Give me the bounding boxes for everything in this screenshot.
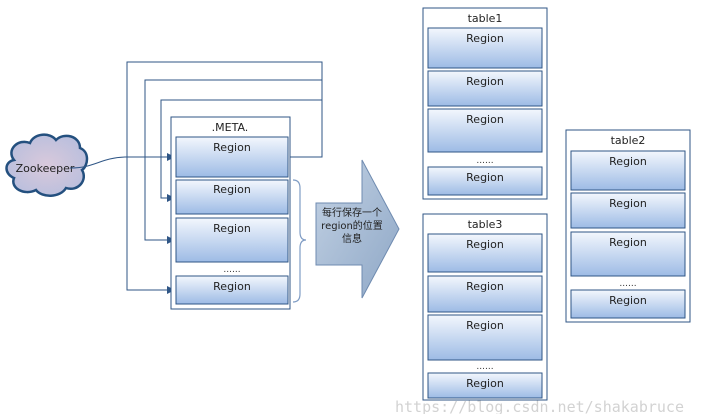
region-label: Region xyxy=(466,113,504,126)
meta-region-label: Region xyxy=(213,183,251,196)
arrow-caption-line3: 信息 xyxy=(342,232,362,245)
region-label: Region xyxy=(609,155,647,168)
table2-region xyxy=(570,289,686,319)
table2-region xyxy=(570,231,686,277)
brace xyxy=(292,179,307,303)
big-arrow: 每行保存一个 region的位置 信息 xyxy=(315,159,400,299)
table1: table1 Region Region Region ...... Regio… xyxy=(422,7,548,200)
table3-region xyxy=(427,372,543,399)
meta-region-label: Region xyxy=(213,222,251,235)
region-label: Region xyxy=(609,294,647,307)
table3-region xyxy=(427,233,543,273)
connector-lines xyxy=(126,61,323,294)
meta-region-label: Region xyxy=(213,280,251,293)
table3-title: table3 xyxy=(468,218,503,231)
meta-table: .META. Region Region Region ...... Regio… xyxy=(170,116,291,310)
arrow-caption-line2: region的位置 xyxy=(321,219,383,232)
table2-region xyxy=(570,150,686,191)
meta-region xyxy=(175,217,289,263)
table3-region xyxy=(427,314,543,361)
table2-title: table2 xyxy=(611,134,646,147)
table1-ellipsis: ...... xyxy=(476,156,493,166)
region-label: Region xyxy=(609,197,647,210)
table1-region xyxy=(427,108,543,153)
table3-region xyxy=(427,275,543,313)
table2-ellipsis: ...... xyxy=(619,279,636,289)
meta-region xyxy=(175,179,289,215)
table2-region xyxy=(570,192,686,229)
connector-line xyxy=(126,61,323,294)
table1-title: table1 xyxy=(468,12,503,25)
region-label: Region xyxy=(466,280,504,293)
table1-region xyxy=(427,27,543,69)
meta-ellipsis: ...... xyxy=(223,265,240,275)
watermark: https://blog.csdn.net/shakabruce xyxy=(395,398,684,414)
region-label: Region xyxy=(609,236,647,249)
table3: table3 Region Region Region ...... Regio… xyxy=(422,213,548,401)
table1-region xyxy=(427,70,543,107)
zookeeper-connector xyxy=(69,153,175,169)
region-label: Region xyxy=(466,377,504,390)
region-label: Region xyxy=(466,171,504,184)
table3-ellipsis: ...... xyxy=(476,362,493,372)
meta-region xyxy=(175,136,289,178)
connector-line xyxy=(144,79,322,244)
table1-region xyxy=(427,166,543,196)
meta-region-label: Region xyxy=(213,141,251,154)
connector-line xyxy=(160,99,322,202)
region-label: Region xyxy=(466,319,504,332)
region-label: Region xyxy=(466,75,504,88)
region-label: Region xyxy=(466,238,504,251)
zookeeper-cloud: Zookeeper xyxy=(5,133,89,197)
table2: table2 Region Region Region ...... Regio… xyxy=(565,129,691,323)
meta-region xyxy=(175,275,289,305)
zookeeper-label: Zookeeper xyxy=(16,162,75,175)
meta-title: .META. xyxy=(212,121,249,134)
region-label: Region xyxy=(466,32,504,45)
arrow-caption-line1: 每行保存一个 xyxy=(322,206,382,219)
